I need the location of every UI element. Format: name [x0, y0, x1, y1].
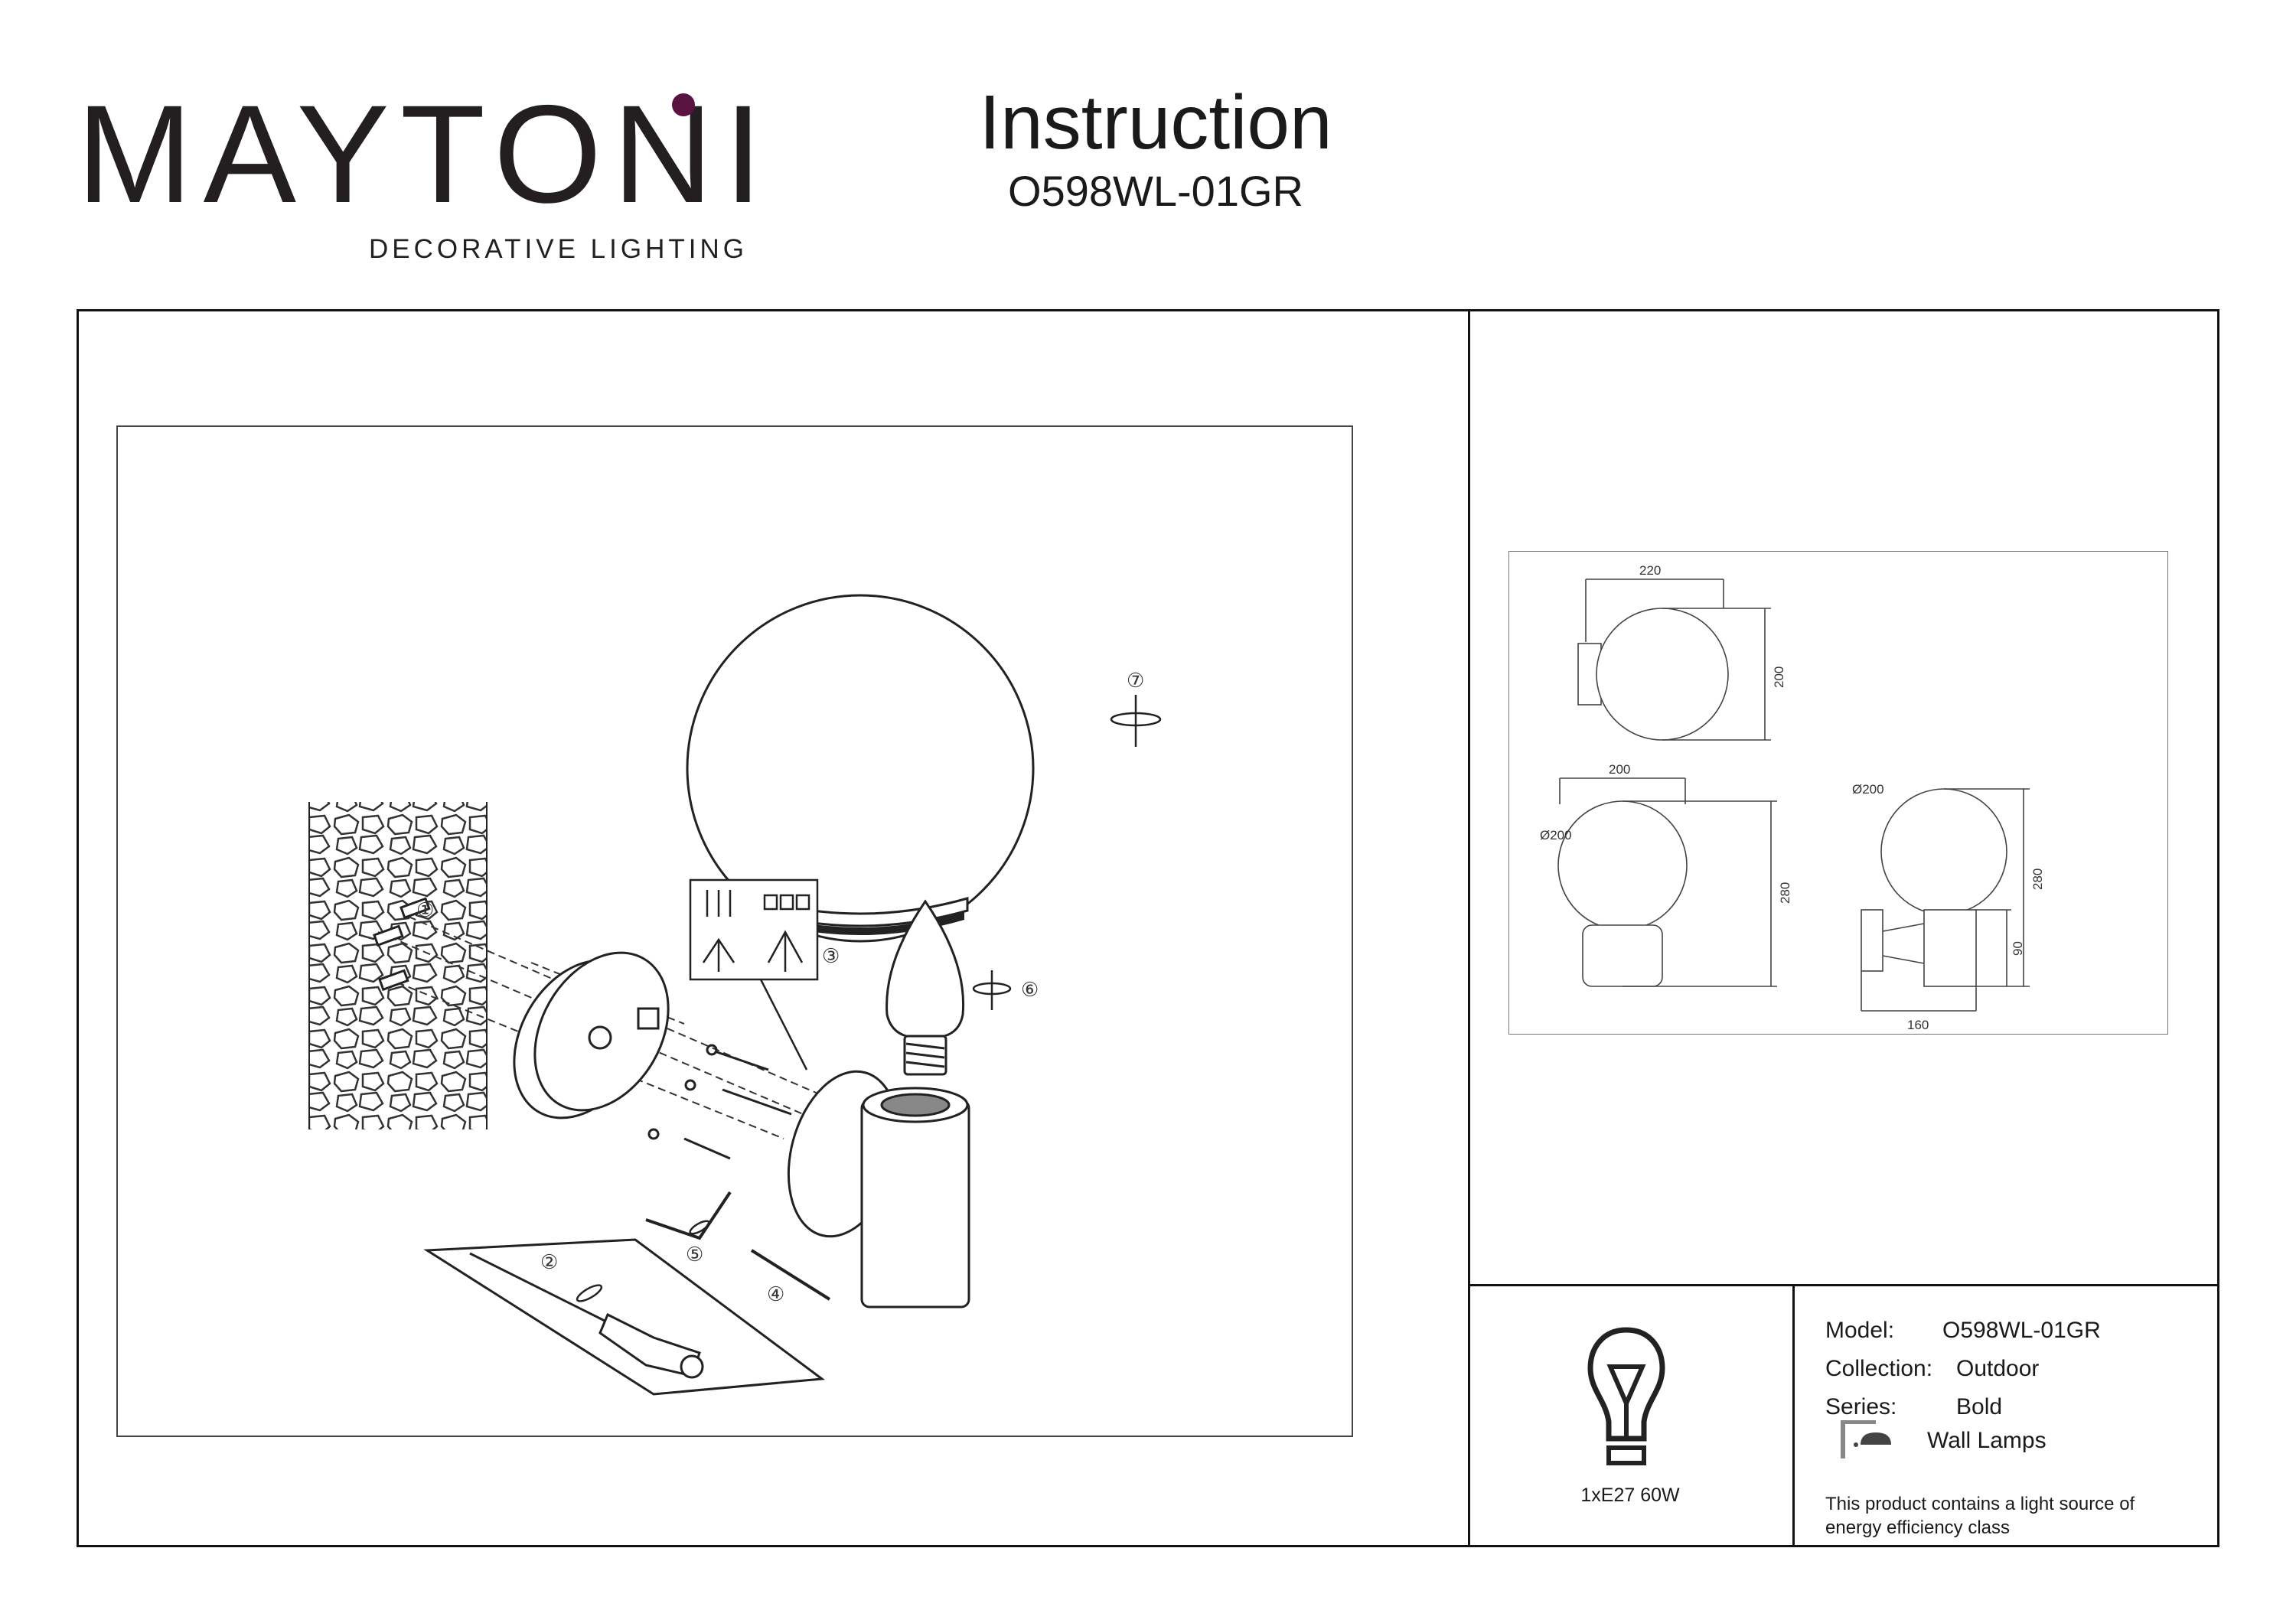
screwdriver-illustration	[423, 1238, 826, 1396]
spec-series-value: Bold	[1956, 1394, 2003, 1419]
bulb-illustration	[885, 899, 965, 1076]
page-model-number: O598WL-01GR	[1008, 167, 1303, 215]
lamp-body	[787, 1070, 970, 1309]
page-title: Instruction	[979, 80, 1332, 165]
spec-collection-value: Outdoor	[1956, 1356, 2040, 1381]
frame-divider-horizontal	[1468, 1284, 2219, 1286]
step-markers: ① ② ③ ④ ⑤ ⑥ ⑦	[416, 669, 1144, 1305]
step-marker-5: ⑤	[686, 1243, 703, 1266]
dim-front-diameter: Ø200	[1540, 828, 1572, 842]
dim-front-height: 280	[1778, 882, 1792, 904]
spec-model-label: Model:	[1825, 1318, 1895, 1343]
frame-divider-vertical	[1468, 309, 1470, 1547]
dim-side-width: 220	[1639, 563, 1661, 578]
dim-profile-depth: 160	[1907, 1018, 1929, 1032]
brand-tagline: DECORATIVE LIGHTING	[369, 234, 748, 264]
brand-name: MAYTONI	[77, 76, 774, 232]
spec-divider-vertical	[1792, 1284, 1795, 1547]
mounting-plate	[513, 951, 670, 1119]
dim-profile-base-height: 90	[2011, 941, 2025, 956]
spec-model-value: O598WL-01GR	[1942, 1318, 2101, 1343]
bulb-spec: 1xE27 60W	[1580, 1484, 1680, 1506]
screws	[647, 1044, 792, 1160]
instruction-frame	[77, 309, 2219, 1547]
hex-key-and-pin	[645, 1191, 831, 1301]
wall-lamp-icon	[1841, 1414, 1894, 1463]
spec-type-value: Wall Lamps	[1927, 1428, 2047, 1453]
wiring-diagram	[689, 878, 819, 1071]
dimension-illustration: 220 200 200 Ø200 280 Ø200 280 90 160	[1540, 563, 2045, 1032]
dim-front-width: 200	[1609, 762, 1630, 777]
assembly-diagram: ① ② ③ ④ ⑤ ⑥ ⑦	[116, 425, 1353, 1437]
dimension-drawing: 220 200 200 Ø200 280 Ø200 280 90 160	[1508, 551, 2168, 1035]
light-bulb-icon	[1584, 1324, 1668, 1477]
dim-side-height: 200	[1772, 666, 1786, 688]
dim-profile-height: 280	[2030, 869, 2045, 890]
assembly-illustration: ① ② ③ ④ ⑤ ⑥ ⑦	[308, 594, 1162, 1396]
brand-logo: MAYTONI DECORATIVE LIGHTING	[77, 84, 762, 268]
step-marker-1: ①	[416, 898, 434, 921]
energy-note: This product contains a light source of …	[1825, 1494, 2135, 1538]
wall-anchors	[373, 897, 431, 992]
step-marker-6: ⑥	[1021, 978, 1039, 1001]
step-marker-7: ⑦	[1127, 669, 1144, 692]
step-marker-2: ②	[540, 1250, 558, 1273]
wall-stones	[308, 802, 488, 1129]
step-marker-4: ④	[767, 1282, 784, 1305]
spec-collection-label: Collection:	[1825, 1356, 1933, 1381]
spec-series-label: Series:	[1825, 1394, 1897, 1419]
step-marker-3: ③	[822, 944, 840, 967]
dim-profile-diameter: Ø200	[1852, 782, 1884, 797]
rotation-icons	[576, 695, 1162, 1302]
brand-logo-dot	[672, 93, 695, 116]
